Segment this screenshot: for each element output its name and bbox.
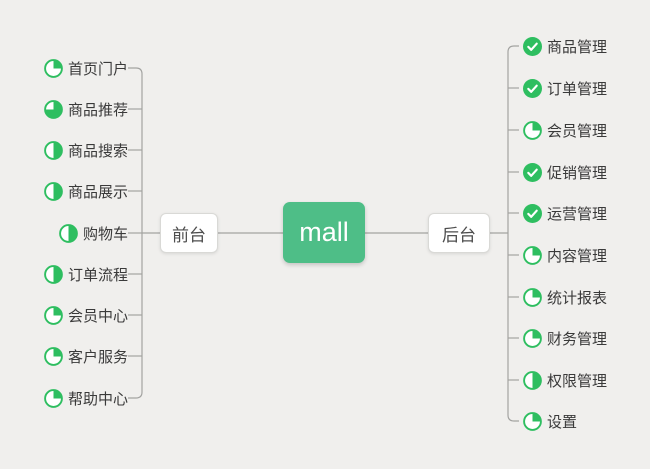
topic-item[interactable]: 首页门户: [44, 58, 128, 78]
task-progress-50-icon[interactable]: [44, 181, 63, 201]
topic-item[interactable]: 商品管理: [523, 36, 607, 56]
task-progress-75-icon[interactable]: [44, 99, 63, 119]
branch-node-front[interactable]: 前台: [160, 213, 218, 253]
topic-label: 购物车: [82, 225, 128, 243]
topic-item[interactable]: 促销管理: [523, 162, 607, 182]
task-done-icon[interactable]: [523, 78, 542, 98]
topic-item[interactable]: 财务管理: [523, 328, 607, 348]
topic-label: 会员中心: [67, 307, 128, 325]
task-progress-25-icon[interactable]: [44, 58, 63, 78]
topic-label: 帮助中心: [67, 390, 128, 408]
topic-item[interactable]: 运营管理: [523, 203, 607, 223]
topic-label: 商品管理: [547, 38, 608, 56]
topic-label: 客户服务: [67, 348, 128, 366]
topic-item[interactable]: 购物车: [59, 223, 128, 243]
topic-label: 会员管理: [547, 122, 608, 140]
task-progress-25-icon[interactable]: [44, 388, 63, 408]
topic-item[interactable]: 商品搜索: [44, 140, 128, 160]
task-progress-25-icon[interactable]: [523, 245, 542, 265]
task-progress-25-icon[interactable]: [44, 346, 63, 366]
topic-label: 运营管理: [547, 205, 608, 223]
task-progress-50-icon[interactable]: [44, 140, 63, 160]
topic-label: 设置: [547, 413, 578, 431]
topic-label: 内容管理: [547, 247, 608, 265]
task-progress-25-icon[interactable]: [523, 120, 542, 140]
branch-node-back[interactable]: 后台: [428, 213, 490, 253]
topic-label: 订单管理: [547, 80, 608, 98]
topic-label: 统计报表: [547, 289, 608, 307]
task-progress-25-icon[interactable]: [523, 411, 542, 431]
topic-item[interactable]: 客户服务: [44, 346, 128, 366]
topic-item[interactable]: 权限管理: [523, 370, 607, 390]
task-progress-25-icon[interactable]: [44, 305, 63, 325]
topic-label: 商品展示: [67, 183, 128, 201]
task-progress-25-icon[interactable]: [523, 287, 542, 307]
branch-node-label: 后台: [442, 225, 476, 245]
topic-label: 财务管理: [547, 330, 608, 348]
task-progress-50-icon[interactable]: [59, 223, 78, 243]
task-done-icon[interactable]: [523, 36, 542, 56]
topic-item[interactable]: 会员中心: [44, 305, 128, 325]
task-progress-25-icon[interactable]: [523, 328, 542, 348]
topic-item[interactable]: 商品展示: [44, 181, 128, 201]
topic-label: 首页门户: [67, 60, 128, 78]
topic-label: 订单流程: [67, 266, 128, 284]
topic-item[interactable]: 订单管理: [523, 78, 607, 98]
task-progress-50-icon[interactable]: [44, 264, 63, 284]
topic-item[interactable]: 订单流程: [44, 264, 128, 284]
topic-item[interactable]: 帮助中心: [44, 388, 128, 408]
topic-item[interactable]: 统计报表: [523, 287, 607, 307]
task-done-icon[interactable]: [523, 162, 542, 182]
topic-label: 商品搜索: [67, 142, 128, 160]
root-node-mall[interactable]: mall: [283, 202, 365, 263]
root-node-label: mall: [299, 217, 349, 247]
topic-label: 促销管理: [547, 164, 608, 182]
topic-item[interactable]: 商品推荐: [44, 99, 128, 119]
topic-label: 权限管理: [547, 372, 608, 390]
topic-item[interactable]: 会员管理: [523, 120, 607, 140]
branch-node-label: 前台: [172, 225, 206, 245]
topic-item[interactable]: 内容管理: [523, 245, 607, 265]
task-done-icon[interactable]: [523, 203, 542, 223]
topic-label: 商品推荐: [67, 101, 128, 119]
task-progress-50-icon[interactable]: [523, 370, 542, 390]
topic-item[interactable]: 设置: [523, 411, 577, 431]
